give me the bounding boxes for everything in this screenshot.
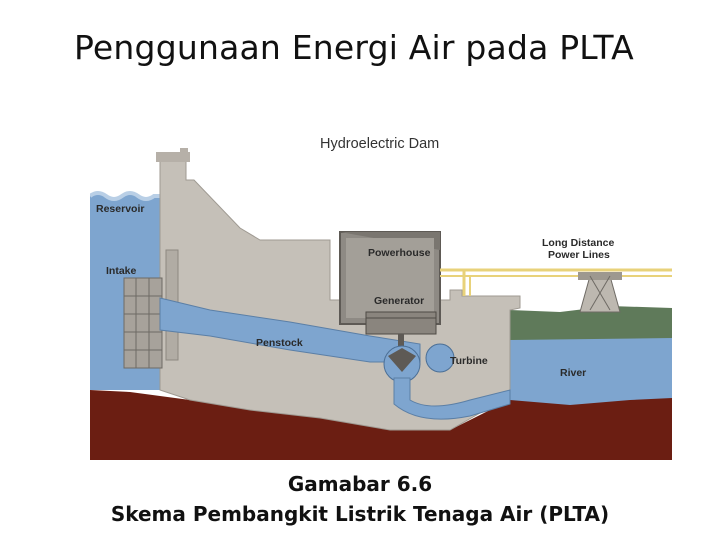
label-reservoir: Reservoir [96, 203, 144, 215]
label-power-lines-1: Long Distance [542, 237, 615, 249]
slide-title: Penggunaan Energi Air pada PLTA [74, 28, 634, 67]
figure-caption-number: Gamabar 6.6 [287, 472, 433, 496]
label-intake: Intake [106, 265, 137, 277]
label-generator: Generator [374, 295, 424, 307]
power-lines [440, 268, 672, 296]
river-bank [510, 306, 672, 340]
turbine [383, 343, 455, 383]
label-power-lines-2: Power Lines [548, 249, 610, 261]
powerhouse [339, 231, 441, 325]
tailrace [393, 377, 511, 420]
diagram-title: Hydroelectric Dam [320, 136, 439, 152]
label-turbine: Turbine [450, 355, 488, 367]
bedrock [90, 390, 672, 460]
figure-caption-title: Skema Pembangkit Listrik Tenaga Air (PLT… [110, 502, 610, 526]
river-water [510, 336, 672, 410]
reservoir-surface [90, 191, 160, 201]
label-river: River [560, 367, 586, 379]
label-penstock: Penstock [256, 337, 303, 349]
hydroelectric-dam-diagram: Hydroelectric Dam Reservoir Intake Power… [90, 100, 672, 460]
generator [365, 311, 437, 356]
transmission-tower [578, 272, 622, 313]
intake-grate [123, 277, 163, 369]
dam-crest-post [180, 148, 188, 156]
label-powerhouse: Powerhouse [368, 247, 431, 259]
dam-crest [156, 152, 190, 162]
